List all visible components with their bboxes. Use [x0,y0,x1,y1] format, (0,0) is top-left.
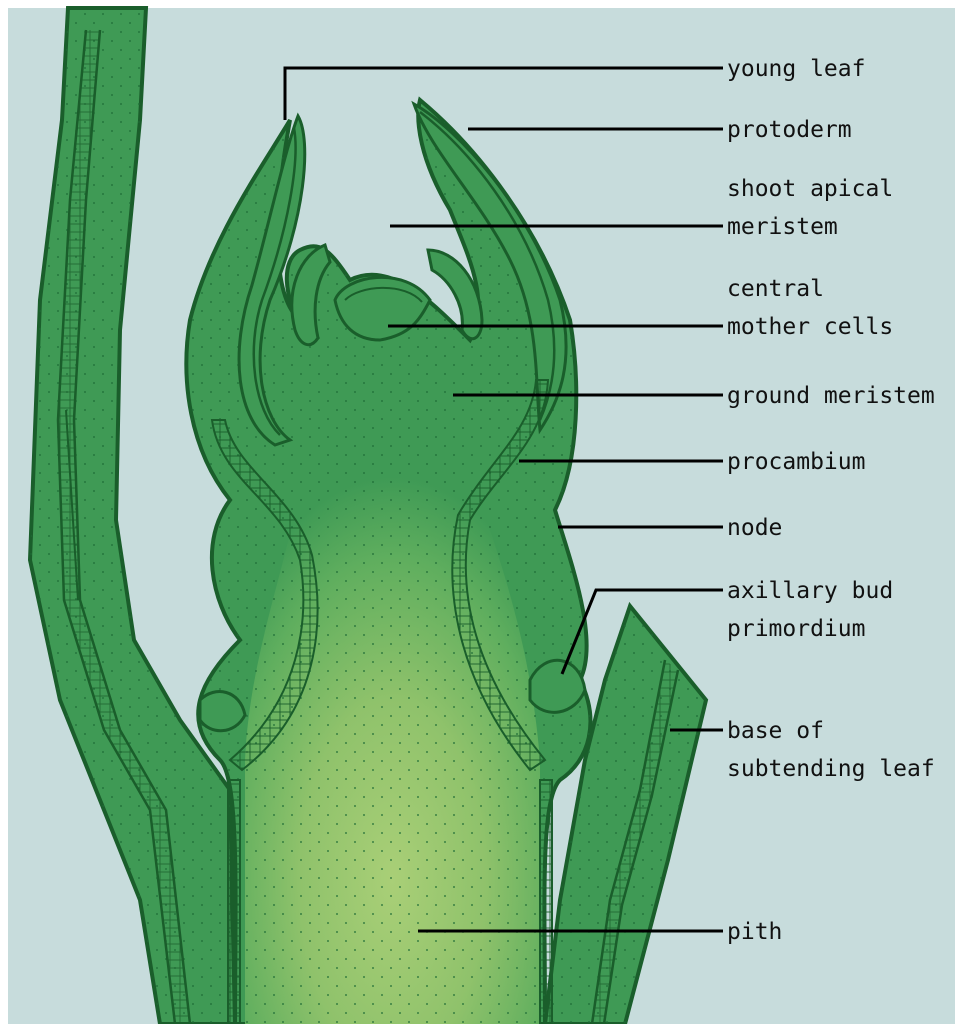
label-axillary-line2: primordium [727,616,865,642]
label-shoot-apical-line2: meristem [727,214,838,240]
label-procambium: procambium [727,449,865,475]
label-protoderm: protoderm [727,117,852,143]
label-node: node [727,515,782,541]
label-base-line1: base of [727,718,824,744]
label-pith: pith [727,919,782,945]
label-axillary-line1: axillary bud [727,578,893,604]
label-shoot-apical-line1: shoot apical [727,176,893,202]
label-ground-meristem: ground meristem [727,383,935,409]
label-central-line1: central [727,276,824,302]
label-young-leaf: young leaf [727,56,865,82]
label-central-line2: mother cells [727,314,893,340]
label-base-line2: subtending leaf [727,756,935,782]
